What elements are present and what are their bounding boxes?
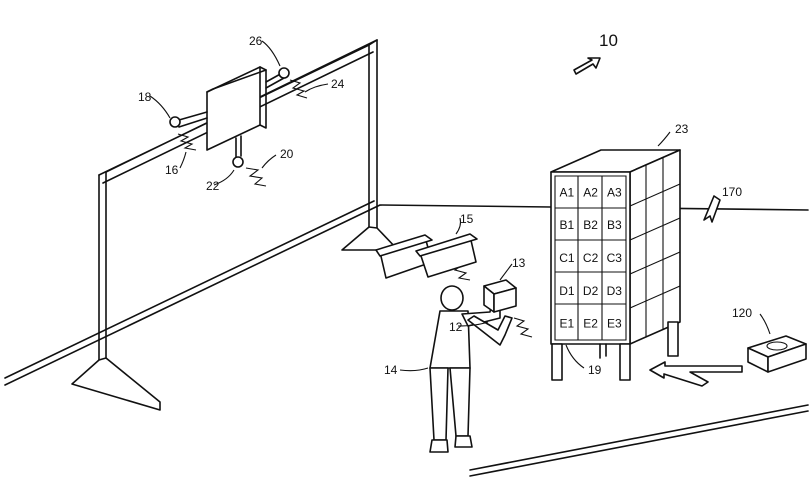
- label-trolley-signal: 24: [331, 77, 345, 91]
- rack-cell-label: C2: [583, 251, 599, 265]
- sensor-left-icon: [169, 116, 181, 128]
- rack-cell-label: B2: [583, 218, 598, 232]
- signal-zigzag-icon: [245, 167, 267, 187]
- arrow-icon: [703, 195, 721, 223]
- label-scanner-signal: 20: [280, 147, 294, 161]
- rack-cell-label: D2: [583, 284, 599, 298]
- rack-cell-label: D1: [559, 284, 575, 298]
- rack-cell-label: C1: [559, 251, 575, 265]
- gantry-frame: [71, 39, 399, 411]
- totes: [375, 233, 478, 279]
- trolley-unit: [178, 66, 285, 159]
- reference-labels: 10 12 13 14 15 16 18 19 20 22 23 24 26 1…: [138, 31, 752, 377]
- rack-cell-label: D3: [607, 284, 623, 298]
- label-beam-signal: 16: [165, 163, 179, 177]
- label-person: 14: [384, 363, 398, 377]
- signal-zigzag-icon: [289, 79, 308, 99]
- label-item: 13: [512, 256, 526, 270]
- label-rack-base: 19: [588, 363, 602, 377]
- storage-rack: [550, 149, 681, 381]
- floor-arrow-icon: [649, 361, 743, 387]
- leader-lines: [149, 40, 771, 372]
- label-scanner: 22: [206, 179, 220, 193]
- rack-cell-label: B3: [607, 218, 622, 232]
- item-box: [483, 279, 517, 313]
- rack-cell-label: E3: [607, 317, 622, 331]
- signal-zigzag-icon: [513, 317, 533, 338]
- rack-cell-label: A1: [560, 185, 575, 199]
- label-rack: 23: [675, 122, 689, 136]
- label-floor-marker: 170: [722, 185, 742, 199]
- label-device: 120: [732, 306, 752, 320]
- scanner-icon: [232, 156, 244, 168]
- person: [429, 285, 513, 453]
- rack-cell-label: E2: [583, 317, 598, 331]
- arrow-icon: [573, 57, 601, 75]
- label-trolley: 26: [249, 34, 263, 48]
- label-totes: 15: [460, 212, 474, 226]
- rack-cell-label: A3: [607, 185, 622, 199]
- rack-cell-label: A2: [583, 185, 598, 199]
- rack-cell-label: B1: [560, 218, 575, 232]
- signal-zigzag-icon: [177, 133, 197, 151]
- trolley-sensor-icon: [278, 67, 290, 79]
- label-person-tag: 12: [449, 320, 463, 334]
- rack-cell-label: C3: [607, 251, 623, 265]
- rack-cell-label: E1: [560, 317, 575, 331]
- floor-device: [747, 335, 807, 373]
- label-system: 10: [599, 31, 618, 50]
- label-sensor-left: 18: [138, 90, 152, 104]
